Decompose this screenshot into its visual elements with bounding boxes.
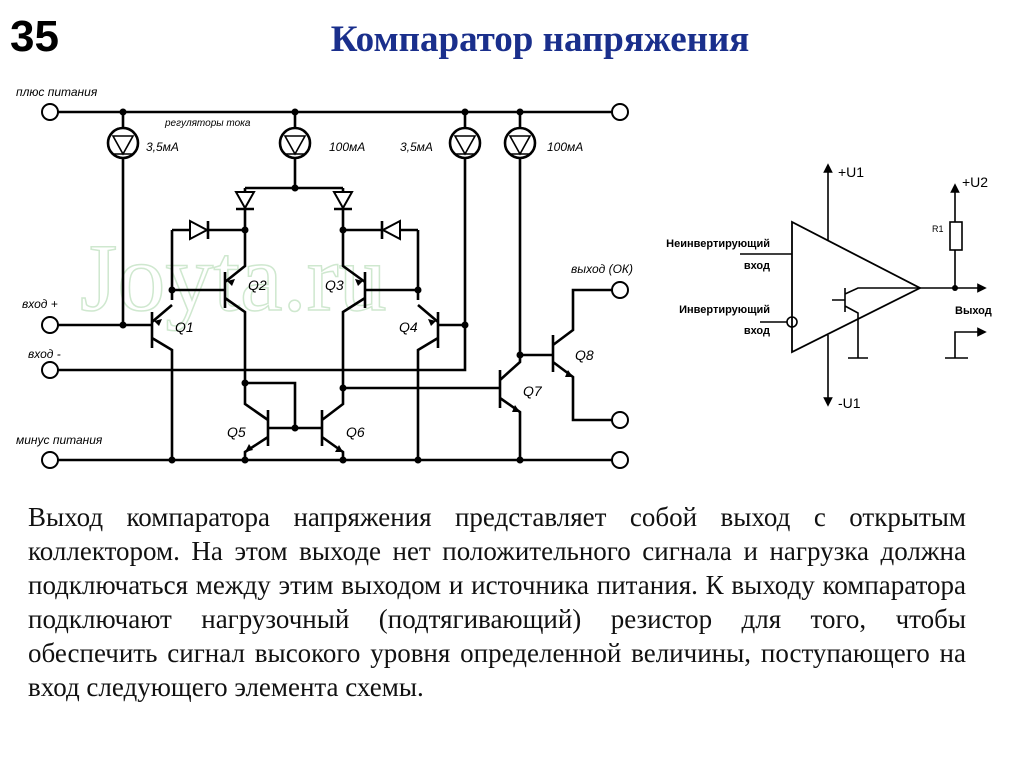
terminal-minus-supply-left bbox=[41, 451, 59, 469]
terminal-minus-supply-right bbox=[611, 451, 629, 469]
label-q5: Q5 bbox=[227, 424, 246, 440]
current-source-icon bbox=[503, 126, 537, 160]
label-q3: Q3 bbox=[325, 277, 344, 293]
current-source-icon bbox=[448, 126, 482, 160]
label-plus-u2: +U2 bbox=[962, 174, 988, 190]
current-source-icon bbox=[278, 126, 312, 160]
current-sources bbox=[106, 126, 537, 160]
label-source-1: 3,5мА bbox=[146, 140, 179, 154]
terminal-plus-supply-left bbox=[41, 103, 59, 121]
label-output-oc: выход (ОК) bbox=[571, 262, 633, 276]
label-minus-supply: минус питания bbox=[16, 433, 103, 447]
label-q6: Q6 bbox=[346, 424, 365, 440]
diode-icon bbox=[380, 219, 401, 241]
terminal-input-minus bbox=[41, 361, 59, 379]
label-input-minus: вход - bbox=[28, 347, 61, 361]
label-noninverting-1: Неинвертирующий bbox=[666, 238, 770, 250]
terminal-input-plus bbox=[41, 316, 59, 334]
comparator-symbol bbox=[740, 163, 987, 407]
label-input-plus: вход + bbox=[22, 297, 58, 311]
label-plus-supply: плюс питания bbox=[16, 85, 98, 99]
label-current-regulators: регуляторы тока bbox=[164, 118, 251, 129]
current-source-icon bbox=[106, 126, 140, 160]
page-title: Компаратор напряжения bbox=[330, 19, 750, 60]
label-source-3: 3,5мА bbox=[400, 140, 433, 154]
terminal-plus-supply-right bbox=[611, 103, 629, 121]
label-q4: Q4 bbox=[399, 319, 418, 335]
label-q7: Q7 bbox=[523, 383, 543, 399]
label-q1: Q1 bbox=[175, 319, 194, 335]
label-r1: R1 bbox=[932, 224, 944, 234]
label-source-4: 100мА bbox=[547, 140, 583, 154]
terminal-output bbox=[611, 281, 629, 299]
watermark: Joyta.ru bbox=[80, 224, 387, 331]
emitter-arrows bbox=[154, 279, 573, 452]
comparator-circuit-diagram: Joyta.ru bbox=[16, 85, 992, 469]
label-inverting-1: Инвертирующий bbox=[679, 304, 770, 316]
body-text: Выход компаратора напряжения представляе… bbox=[28, 502, 966, 702]
label-q2: Q2 bbox=[248, 277, 267, 293]
diode-icon bbox=[234, 191, 256, 211]
label-inverting-2: вход bbox=[744, 325, 770, 337]
label-output: Выход bbox=[955, 305, 992, 317]
label-q8: Q8 bbox=[575, 347, 594, 363]
label-noninverting-2: вход bbox=[744, 260, 770, 272]
terminal-output-emitter bbox=[611, 411, 629, 429]
junction-dots bbox=[119, 108, 524, 464]
resistor-icon bbox=[949, 221, 963, 251]
diode-icon bbox=[189, 219, 210, 241]
diode-icon bbox=[332, 191, 354, 211]
terminals bbox=[41, 103, 629, 469]
label-source-2: 100мА bbox=[329, 140, 365, 154]
label-minus-u1: -U1 bbox=[838, 395, 861, 411]
label-plus-u1: +U1 bbox=[838, 164, 864, 180]
slide-number: 35 bbox=[10, 12, 59, 61]
diodes bbox=[189, 191, 401, 241]
